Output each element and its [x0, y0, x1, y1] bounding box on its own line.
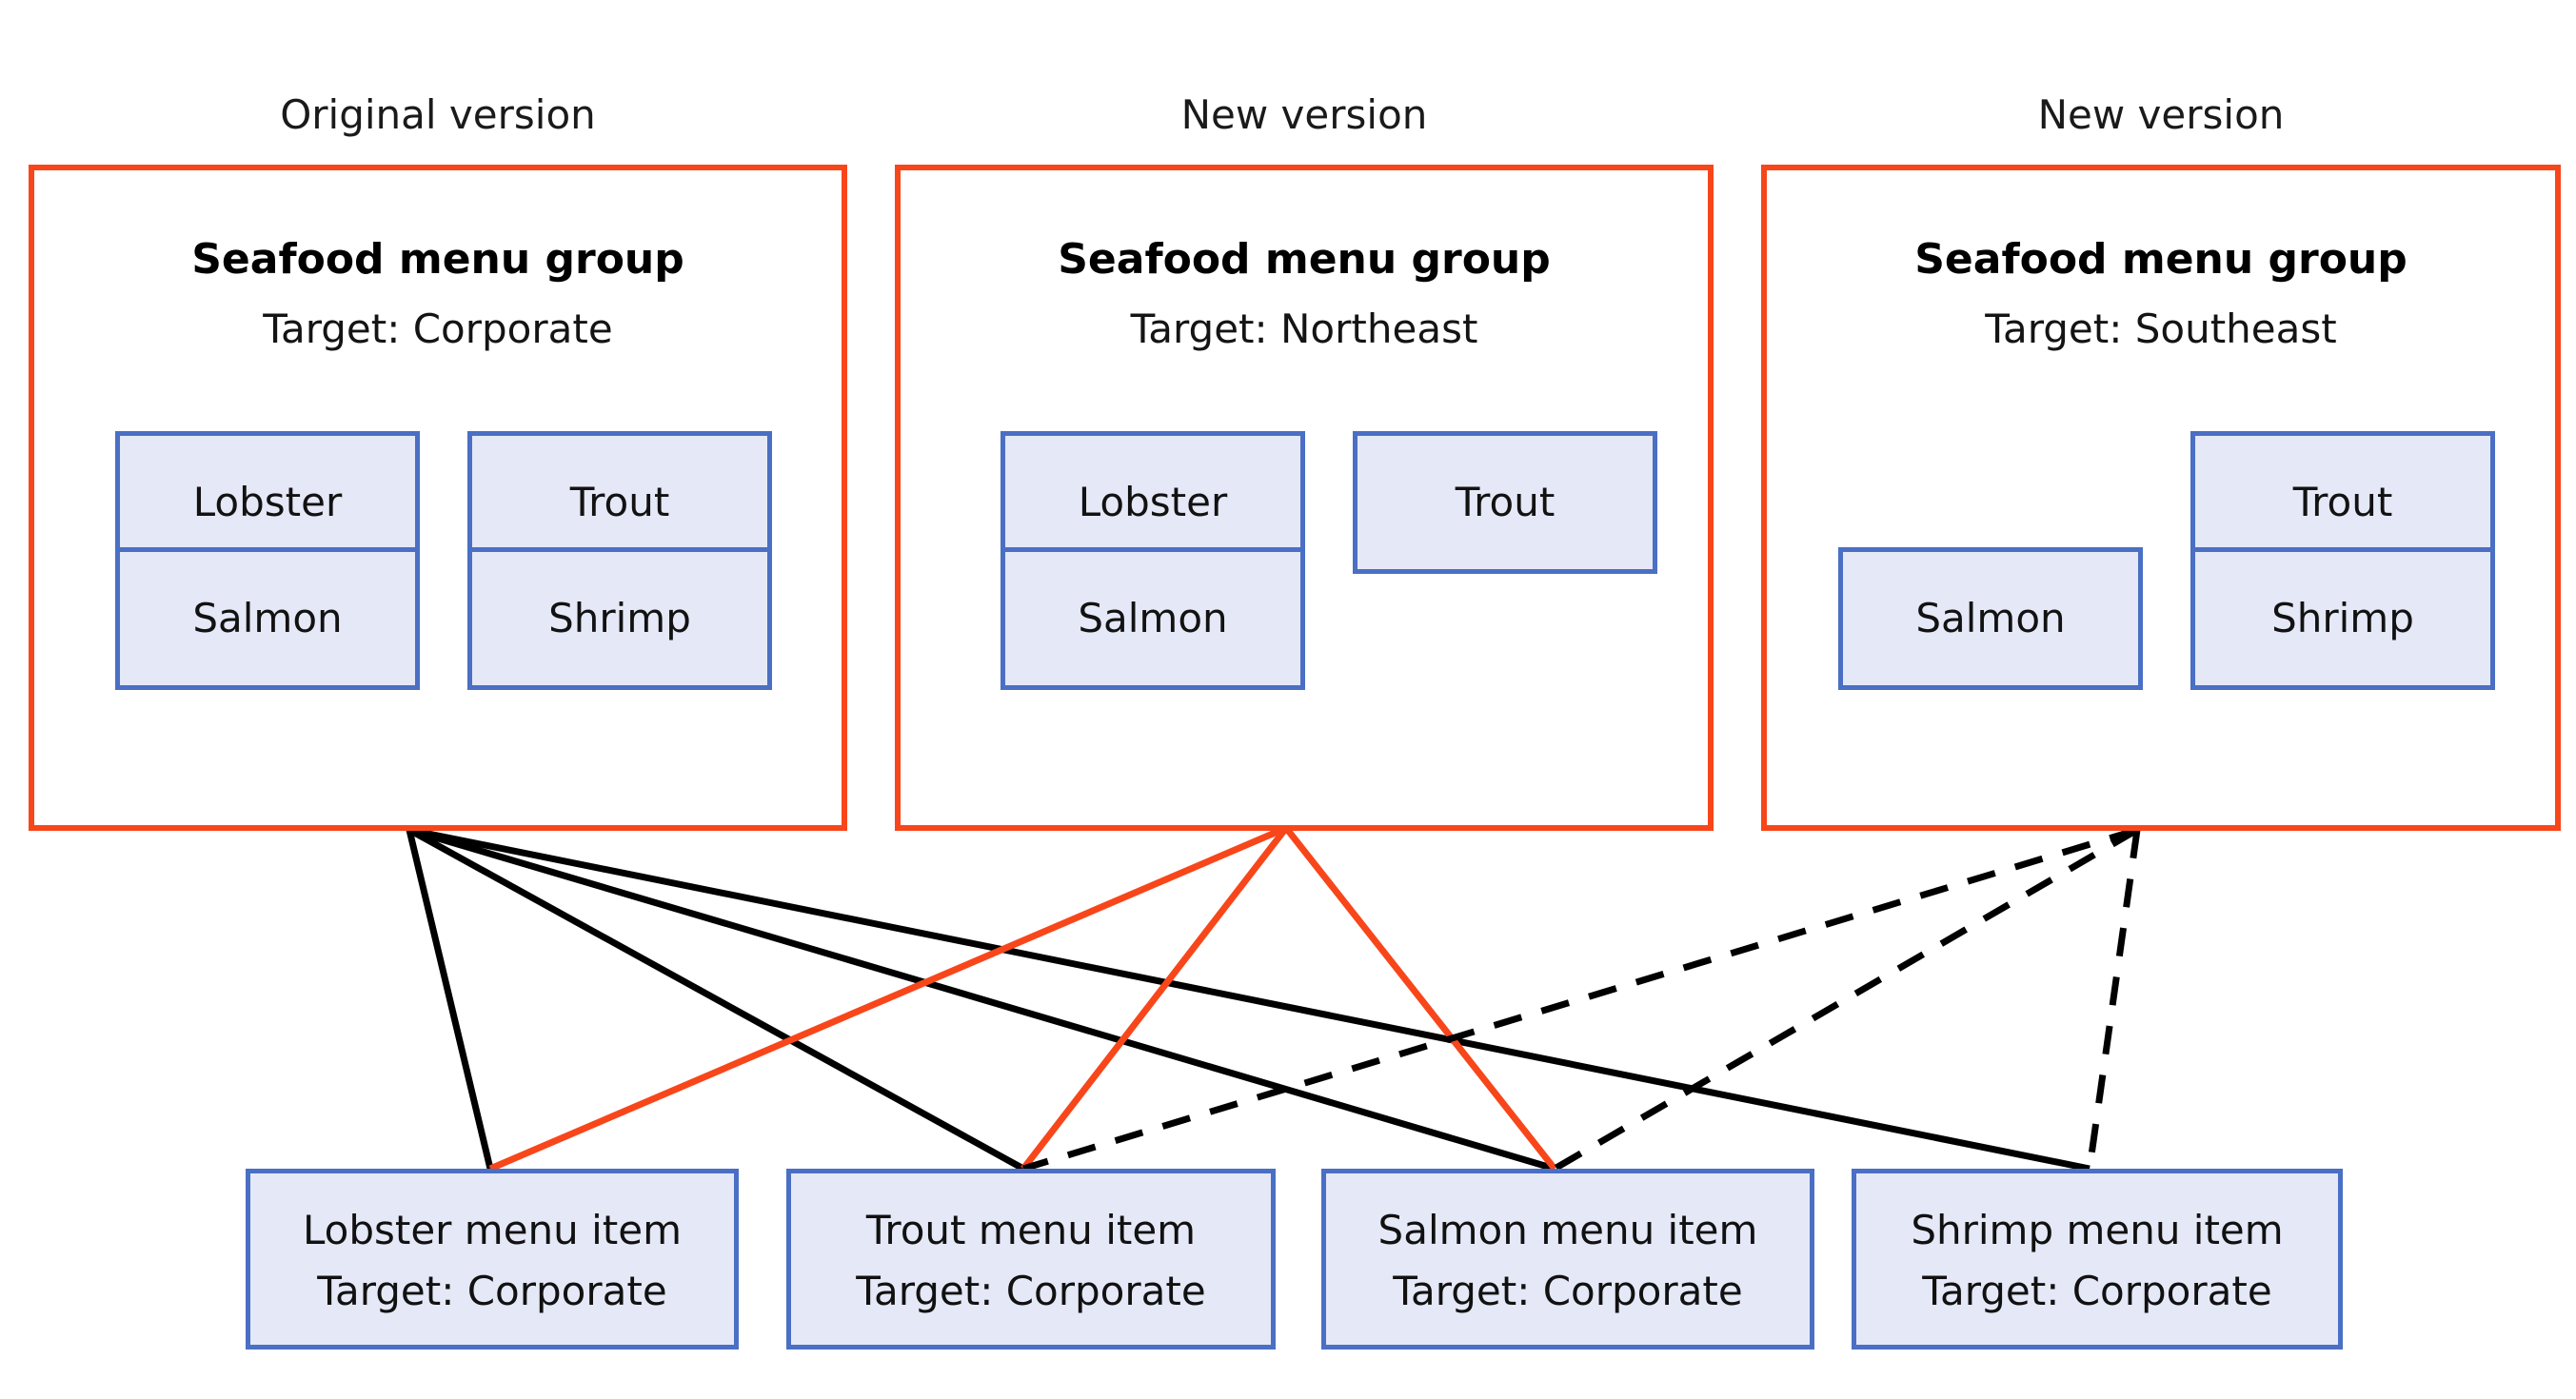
chip-shrimp[interactable]: Shrimp — [467, 547, 772, 690]
menu-item-title: Trout menu item — [865, 1207, 1197, 1254]
chip-salmon[interactable]: Salmon — [115, 547, 420, 690]
version-label-new-northeast: New version — [1180, 91, 1428, 138]
menu-item-target: Target: Corporate — [856, 1268, 1206, 1314]
group-panel-corporate[interactable]: Seafood menu group Target: Corporate Lob… — [29, 165, 847, 831]
edge-group1-to-lobster — [406, 829, 494, 1170]
menu-item-card-lobster[interactable]: Lobster menu item Target: Corporate — [246, 1169, 739, 1350]
edge-group3-to-trout — [1021, 826, 2139, 1172]
version-label-new-southeast: New version — [2037, 91, 2285, 138]
group-title: Seafood menu group — [191, 235, 684, 284]
group-target: Target: Northeast — [1130, 305, 1478, 352]
group-target: Target: Southeast — [1985, 305, 2337, 352]
edge-group2-to-trout — [1020, 825, 1289, 1172]
menu-item-title: Shrimp menu item — [1911, 1207, 2284, 1254]
edge-group3-to-salmon — [1553, 826, 2139, 1172]
chip-salmon[interactable]: Salmon — [1838, 547, 2143, 690]
chip-shrimp[interactable]: Shrimp — [2190, 547, 2495, 690]
edge-group2-to-lobster — [488, 824, 1288, 1172]
menu-item-title: Lobster menu item — [302, 1207, 683, 1254]
edge-group1-to-trout — [407, 826, 1025, 1172]
chip-salmon[interactable]: Salmon — [1001, 547, 1305, 690]
edge-group1-to-shrimp — [408, 826, 2091, 1172]
group-panel-northeast[interactable]: Seafood menu group Target: Northeast Lob… — [895, 165, 1714, 831]
edge-group1-to-salmon — [408, 826, 1556, 1172]
menu-item-card-salmon[interactable]: Salmon menu item Target: Corporate — [1321, 1169, 1814, 1350]
group-title: Seafood menu group — [1914, 235, 2408, 284]
menu-item-target: Target: Corporate — [1393, 1268, 1743, 1314]
menu-item-card-trout[interactable]: Trout menu item Target: Corporate — [786, 1169, 1276, 1350]
group-title: Seafood menu group — [1058, 235, 1551, 284]
menu-item-target: Target: Corporate — [1922, 1268, 2272, 1314]
menu-item-card-shrimp[interactable]: Shrimp menu item Target: Corporate — [1852, 1169, 2343, 1350]
group-panel-southeast[interactable]: Seafood menu group Target: Southeast Tro… — [1761, 165, 2561, 831]
menu-item-title: Salmon menu item — [1377, 1207, 1758, 1254]
menu-item-target: Target: Corporate — [317, 1268, 667, 1314]
edge-group2-to-salmon — [1283, 825, 1557, 1172]
group-target: Target: Corporate — [263, 305, 613, 352]
chip-trout[interactable]: Trout — [1353, 431, 1657, 574]
version-label-original: Original version — [280, 91, 596, 138]
edge-group3-to-shrimp — [2086, 829, 2141, 1170]
